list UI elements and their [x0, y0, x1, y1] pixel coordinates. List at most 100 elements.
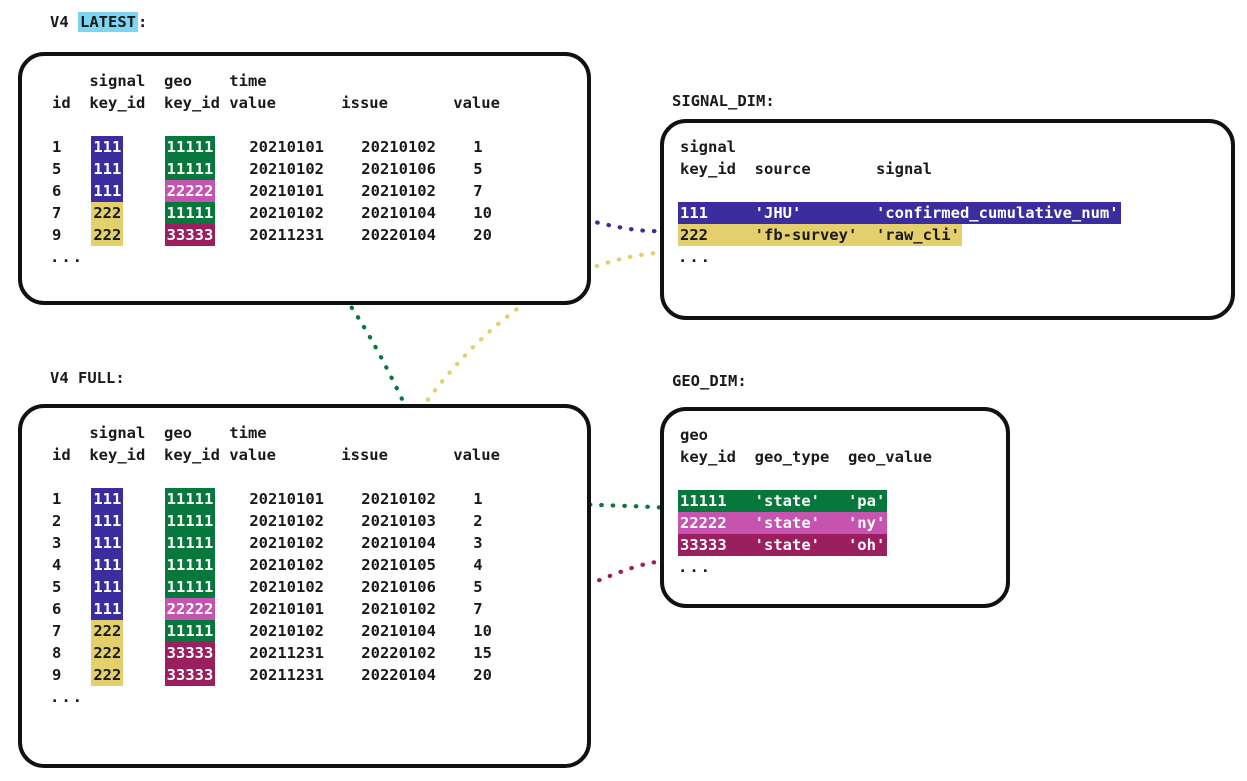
label-v4-latest-prefix: V4: [50, 13, 78, 31]
full-cell-signal-key-id: 222: [91, 642, 124, 664]
table-row[interactable]: 5 111 11111 20210102 20210106 5: [50, 576, 502, 598]
gap: [123, 576, 164, 598]
v4-full-box: signal geo time id key_id key_id value is…: [18, 404, 591, 768]
full-cell-geo-key-id: 33333: [164, 664, 216, 686]
gap: [215, 158, 247, 180]
latest-cell-time-issue-value: 20210102 20210104 10: [249, 204, 492, 222]
latest-cell-signal-key-id: 111: [91, 180, 124, 202]
latest-header-spacer: [50, 114, 502, 136]
signal-dim-ellipsis: ...: [678, 248, 712, 266]
table-row[interactable]: 9 222 33333 20211231 20220104 20: [50, 224, 502, 246]
label-v4-full: V4 FULL:: [50, 369, 125, 387]
full-cell-id: 8: [52, 644, 90, 662]
full-cell-time-issue-value: 20211231 20220102 15: [249, 644, 492, 662]
signal-dim-header-row-1: signal: [678, 136, 1121, 158]
geo-dim-row-11111: 11111 'state' 'pa': [678, 490, 888, 512]
table-row[interactable]: 1 111 11111 20210101 20210102 1: [50, 136, 502, 158]
table-row[interactable]: 22222 'state' 'ny': [678, 512, 934, 534]
full-cell-geo-key-id: 11111: [164, 510, 216, 532]
full-cell-signal-key-id: 111: [91, 488, 124, 510]
full-cell-id: 9: [52, 666, 90, 684]
full-cell-id: 2: [52, 512, 90, 530]
signal-dim-header-row-2: key_id source signal: [678, 158, 1121, 180]
table-row[interactable]: 111 'JHU' 'confirmed_cumulative_num': [678, 202, 1121, 224]
gap: [123, 554, 164, 576]
table-row[interactable]: 6 111 22222 20210101 20210102 7: [50, 180, 502, 202]
table-row[interactable]: 2 111 11111 20210102 20210103 2: [50, 510, 502, 532]
gap: [215, 488, 247, 510]
signal-dim-header-spacer: [678, 180, 1121, 202]
latest-cell-signal-key-id: 111: [91, 136, 124, 158]
gap: [123, 158, 164, 180]
gap: [215, 532, 247, 554]
table-row[interactable]: 222 'fb-survey' 'raw_cli': [678, 224, 1121, 246]
latest-cell-time-issue-value: 20210101 20210102 1: [249, 138, 483, 156]
geo-dim-header-top: geo: [680, 426, 708, 444]
table-row[interactable]: 11111 'state' 'pa': [678, 490, 934, 512]
gap: [123, 532, 164, 554]
signal-dim-header-bottom: key_id source signal: [680, 160, 932, 178]
latest-cell-id: 1: [52, 138, 90, 156]
table-row[interactable]: 4 111 11111 20210102 20210105 4: [50, 554, 502, 576]
latest-ellipsis: ...: [50, 248, 84, 266]
full-header-top: signal geo time: [52, 424, 267, 442]
full-cell-geo-key-id: 11111: [164, 554, 216, 576]
signal-dim-table: signal key_id source signal 111 'JHU' 'co…: [678, 136, 1121, 268]
label-v4-latest-highlight: LATEST: [78, 12, 138, 32]
full-cell-id: 5: [52, 578, 90, 596]
gap: [123, 510, 164, 532]
latest-header-row-2: id key_id key_id value issue value: [50, 92, 502, 114]
geo-dim-header-bottom: key_id geo_type geo_value: [680, 448, 932, 466]
table-row[interactable]: 33333 'state' 'oh': [678, 534, 934, 556]
gap: [123, 620, 164, 642]
geo-dim-row-22222: 22222 'state' 'ny': [678, 512, 888, 534]
gap: [215, 598, 247, 620]
full-cell-id: 7: [52, 622, 90, 640]
latest-cell-geo-key-id: 22222: [164, 180, 216, 202]
gap: [215, 642, 247, 664]
table-row[interactable]: 3 111 11111 20210102 20210104 3: [50, 532, 502, 554]
latest-cell-id: 9: [52, 226, 90, 244]
gap: [215, 202, 247, 224]
geo-dim-ellipsis: ...: [678, 558, 712, 576]
signal-dim-row-222: 222 'fb-survey' 'raw_cli': [678, 224, 962, 246]
full-cell-signal-key-id: 222: [91, 664, 124, 686]
full-cell-id: 1: [52, 490, 90, 508]
table-row[interactable]: 6 111 22222 20210101 20210102 7: [50, 598, 502, 620]
full-header-bottom: id key_id key_id value issue value: [52, 446, 500, 464]
full-cell-geo-key-id: 11111: [164, 576, 216, 598]
v4-full-table: signal geo time id key_id key_id value is…: [50, 422, 502, 708]
signal-dim-box: signal key_id source signal 111 'JHU' 'co…: [660, 119, 1235, 320]
gap: [123, 664, 164, 686]
full-cell-geo-key-id: 11111: [164, 620, 216, 642]
table-row[interactable]: 7 222 11111 20210102 20210104 10: [50, 620, 502, 642]
latest-cell-id: 7: [52, 204, 90, 222]
table-row[interactable]: 9 222 33333 20211231 20220104 20: [50, 664, 502, 686]
table-row[interactable]: 1 111 11111 20210101 20210102 1: [50, 488, 502, 510]
full-cell-signal-key-id: 111: [91, 532, 124, 554]
gap: [215, 620, 247, 642]
latest-cell-time-issue-value: 20210101 20210102 7: [249, 182, 483, 200]
geo-dim-box: geo key_id geo_type geo_value 11111 'stat…: [660, 407, 1010, 608]
signal-dim-header-top: signal: [680, 138, 736, 156]
full-cell-time-issue-value: 20210102 20210104 3: [249, 534, 483, 552]
gap: [215, 136, 247, 158]
latest-cell-geo-key-id: 33333: [164, 224, 216, 246]
latest-cell-geo-key-id: 11111: [164, 158, 216, 180]
latest-cell-signal-key-id: 111: [91, 158, 124, 180]
full-cell-signal-key-id: 111: [91, 510, 124, 532]
table-row[interactable]: 5 111 11111 20210102 20210106 5: [50, 158, 502, 180]
table-row[interactable]: 7 222 11111 20210102 20210104 10: [50, 202, 502, 224]
geo-dim-row-33333: 33333 'state' 'oh': [678, 534, 888, 556]
gap: [123, 136, 164, 158]
gap: [123, 224, 164, 246]
table-row[interactable]: 8 222 33333 20211231 20220102 15: [50, 642, 502, 664]
full-cell-id: 3: [52, 534, 90, 552]
full-cell-time-issue-value: 20211231 20220104 20: [249, 666, 492, 684]
geo-dim-header-row-2: key_id geo_type geo_value: [678, 446, 934, 468]
geo-dim-table: geo key_id geo_type geo_value 11111 'stat…: [678, 424, 934, 578]
label-v4-latest-suffix: :: [138, 13, 148, 31]
full-header-row-2: id key_id key_id value issue value: [50, 444, 502, 466]
